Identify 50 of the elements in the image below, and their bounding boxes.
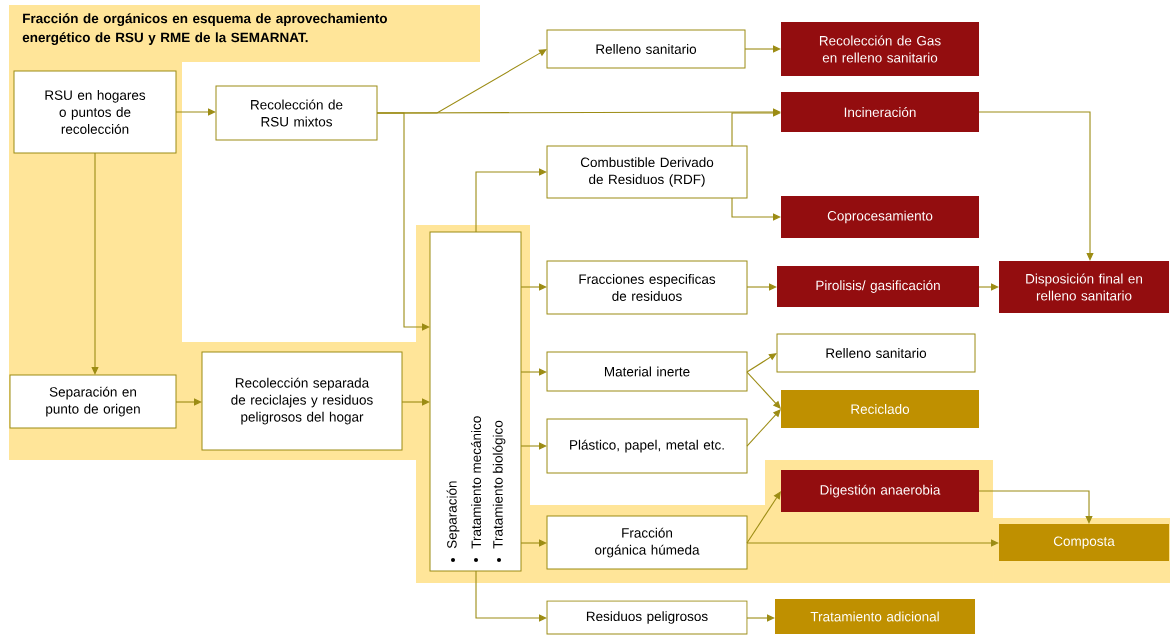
- arrow: [978, 490, 1093, 524]
- list-item: Separación: [446, 481, 460, 549]
- arrow: [978, 111, 1094, 261]
- arrow: [401, 398, 430, 406]
- arrow: [746, 614, 775, 622]
- arrow: [520, 442, 547, 450]
- list-item: Tratamiento biológico: [492, 420, 506, 549]
- process-box: Relleno sanitario: [546, 29, 746, 69]
- arrow: [520, 283, 547, 291]
- arrow: [746, 491, 781, 544]
- arrow: [746, 371, 781, 409]
- arrow: [746, 409, 781, 447]
- arrow: [175, 108, 216, 116]
- arrow: [746, 353, 777, 373]
- arrow: [746, 539, 999, 547]
- arrow: [175, 398, 202, 406]
- result-box: Composta: [999, 524, 1169, 561]
- arrow: [746, 283, 777, 291]
- arrow: [520, 539, 547, 547]
- process-box: Pirolisis/ gasificación: [777, 266, 979, 307]
- process-box: Recolección separada de reciclajes y residuos peligrosos del hogar: [201, 351, 403, 451]
- treatment-box: [429, 231, 522, 572]
- process-box: Combustible Derivado de Residuos (RDF): [546, 145, 748, 199]
- arrow: [520, 368, 547, 376]
- process-box: Fracción orgánica húmeda: [546, 515, 748, 570]
- arrow: [376, 112, 430, 331]
- process-box: RSU en hogares o puntos de recolección: [13, 70, 177, 154]
- process-box: Recolección de Gas en relleno sanitario: [781, 22, 979, 76]
- arrow: [475, 168, 547, 233]
- process-box: Fracciones especificas de residuos: [546, 260, 748, 315]
- arrow: [978, 283, 999, 291]
- process-box: Digestión anaerobia: [781, 470, 979, 512]
- process-box: Plástico, papel, metal etc.: [546, 418, 748, 474]
- arrow: [744, 45, 781, 53]
- result-box: Tratamiento adicional: [775, 599, 975, 634]
- arrow: [731, 109, 781, 147]
- process-box: Coprocesamiento: [781, 196, 979, 238]
- process-box: Recolección de RSU mixtos: [215, 85, 378, 141]
- arrow: [731, 197, 781, 221]
- process-box: Disposición final en relleno sanitario: [999, 261, 1169, 313]
- result-box: Reciclado: [781, 390, 979, 428]
- process-box: Incineración: [781, 92, 979, 132]
- arrow: [91, 152, 99, 375]
- process-box: Relleno sanitario: [776, 333, 976, 373]
- list-item: Tratamiento mecánico: [470, 416, 482, 549]
- title: Fracción de orgánicos en esquema de aprovechamiento energético de RSU y RME de la SEMARNAT.: [22, 13, 387, 45]
- process-box: Separación en punto de origen: [9, 374, 177, 429]
- process-box: Material inerte: [546, 351, 748, 392]
- process-box: Residuos peligrosos: [546, 600, 748, 635]
- arrow: [475, 570, 547, 622]
